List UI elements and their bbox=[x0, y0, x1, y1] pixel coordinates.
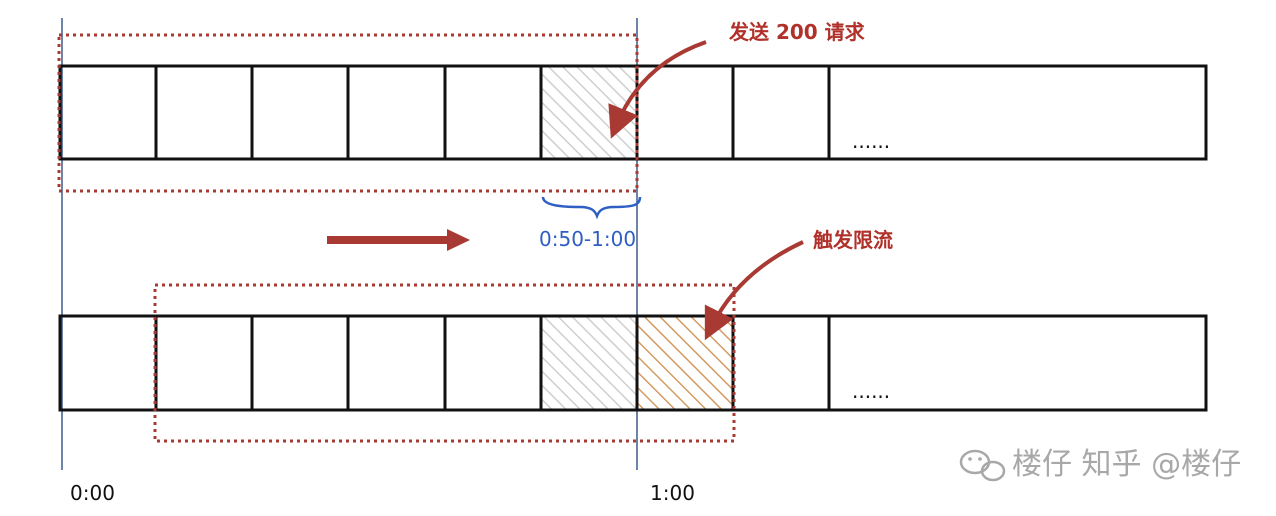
bottom-row: ...... bbox=[58, 314, 1208, 412]
time-start-label: 0:00 bbox=[70, 481, 115, 505]
trigger-arrow bbox=[704, 240, 804, 341]
interval-label: 0:50-1:00 bbox=[539, 227, 636, 251]
shift-arrow bbox=[327, 229, 470, 251]
bottom-window-frame bbox=[153, 283, 736, 443]
trigger-limit-label: 触发限流 bbox=[813, 228, 893, 252]
bottom-row-outline bbox=[58, 314, 1208, 412]
interval-brace bbox=[541, 196, 642, 220]
bottom-cell-6-hatched bbox=[541, 316, 637, 410]
top-row-outline bbox=[58, 64, 1208, 161]
wechat-icon bbox=[959, 449, 1006, 482]
time-end-label: 1:00 bbox=[650, 481, 695, 505]
bottom-ellipsis: ...... bbox=[852, 379, 890, 403]
top-ellipsis: ...... bbox=[852, 129, 890, 153]
bottom-cell-7-hatched bbox=[637, 316, 733, 410]
watermark-text: 楼仔 知乎 @楼仔 bbox=[1012, 447, 1241, 482]
top-row: ...... bbox=[58, 64, 1208, 161]
send-requests-label: 发送 200 请求 bbox=[728, 20, 866, 44]
top-window-frame bbox=[57, 33, 639, 193]
send-arrow bbox=[608, 40, 707, 139]
watermark: 楼仔 知乎 @楼仔 bbox=[959, 447, 1241, 482]
